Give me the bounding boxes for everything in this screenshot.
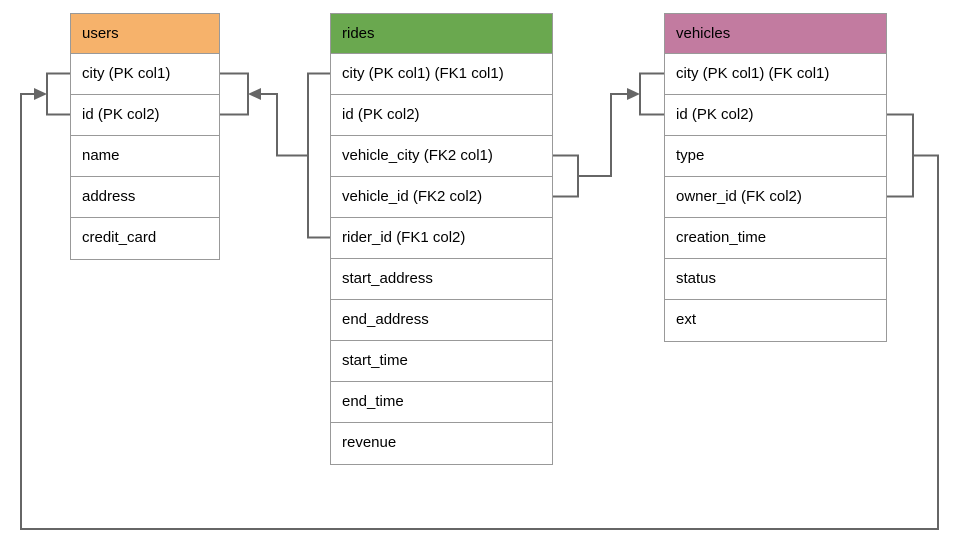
table-vehicles-header[interactable]: vehicles [665, 14, 886, 54]
vehicles-to-users-outer-route[interactable] [20, 93, 939, 530]
table-vehicles[interactable]: vehicles city (PK col1) (FK col1) id (PK… [664, 13, 887, 342]
table-rides[interactable]: rides city (PK col1) (FK1 col1) id (PK c… [330, 13, 553, 465]
vehicles-row-status[interactable]: status [665, 259, 886, 300]
users-row-id[interactable]: id (PK col2) [71, 95, 219, 136]
users-row-credit-card[interactable]: credit_card [71, 218, 219, 259]
rides-row-start-address[interactable]: start_address [331, 259, 552, 300]
arrowhead-into-users-left [34, 88, 47, 100]
rides-row-rider-id[interactable]: rider_id (FK1 col2) [331, 218, 552, 259]
rides-row-end-time[interactable]: end_time [331, 382, 552, 423]
rides-fk2-bracket-right[interactable] [553, 154, 579, 198]
rides-row-city[interactable]: city (PK col1) (FK1 col1) [331, 54, 552, 95]
users-pk-bracket-right[interactable] [220, 72, 249, 116]
rides-fk1-bracket-left[interactable] [307, 72, 330, 239]
users-row-name[interactable]: name [71, 136, 219, 177]
arrowhead-into-vehicles [627, 88, 640, 100]
vehicles-row-owner-id[interactable]: owner_id (FK col2) [665, 177, 886, 218]
users-row-city[interactable]: city (PK col1) [71, 54, 219, 95]
vehicles-row-ext[interactable]: ext [665, 300, 886, 341]
connector-rides-to-users[interactable] [220, 72, 330, 239]
vehicles-row-id[interactable]: id (PK col2) [665, 95, 886, 136]
rides-to-users-elbow[interactable] [259, 93, 308, 157]
rides-row-id[interactable]: id (PK col2) [331, 95, 552, 136]
connector-vehicles-to-users[interactable] [20, 72, 939, 530]
arrowhead-into-users [248, 88, 261, 100]
vehicles-pk-bracket-left[interactable] [639, 72, 664, 116]
vehicles-row-type[interactable]: type [665, 136, 886, 177]
vehicles-row-creation-time[interactable]: creation_time [665, 218, 886, 259]
rides-row-end-address[interactable]: end_address [331, 300, 552, 341]
users-row-address[interactable]: address [71, 177, 219, 218]
vehicles-row-city[interactable]: city (PK col1) (FK col1) [665, 54, 886, 95]
vehicles-fk-bracket-right[interactable] [887, 113, 914, 198]
table-rides-header[interactable]: rides [331, 14, 552, 54]
users-pk-bracket-left[interactable] [46, 72, 70, 116]
table-users[interactable]: users city (PK col1) id (PK col2) name a… [70, 13, 220, 260]
connector-rides-to-vehicles[interactable] [553, 72, 664, 198]
table-users-header[interactable]: users [71, 14, 219, 54]
rides-to-vehicles-elbow[interactable] [578, 93, 629, 177]
rides-row-vehicle-id[interactable]: vehicle_id (FK2 col2) [331, 177, 552, 218]
rides-row-vehicle-city[interactable]: vehicle_city (FK2 col1) [331, 136, 552, 177]
rides-row-revenue[interactable]: revenue [331, 423, 552, 464]
rides-row-start-time[interactable]: start_time [331, 341, 552, 382]
